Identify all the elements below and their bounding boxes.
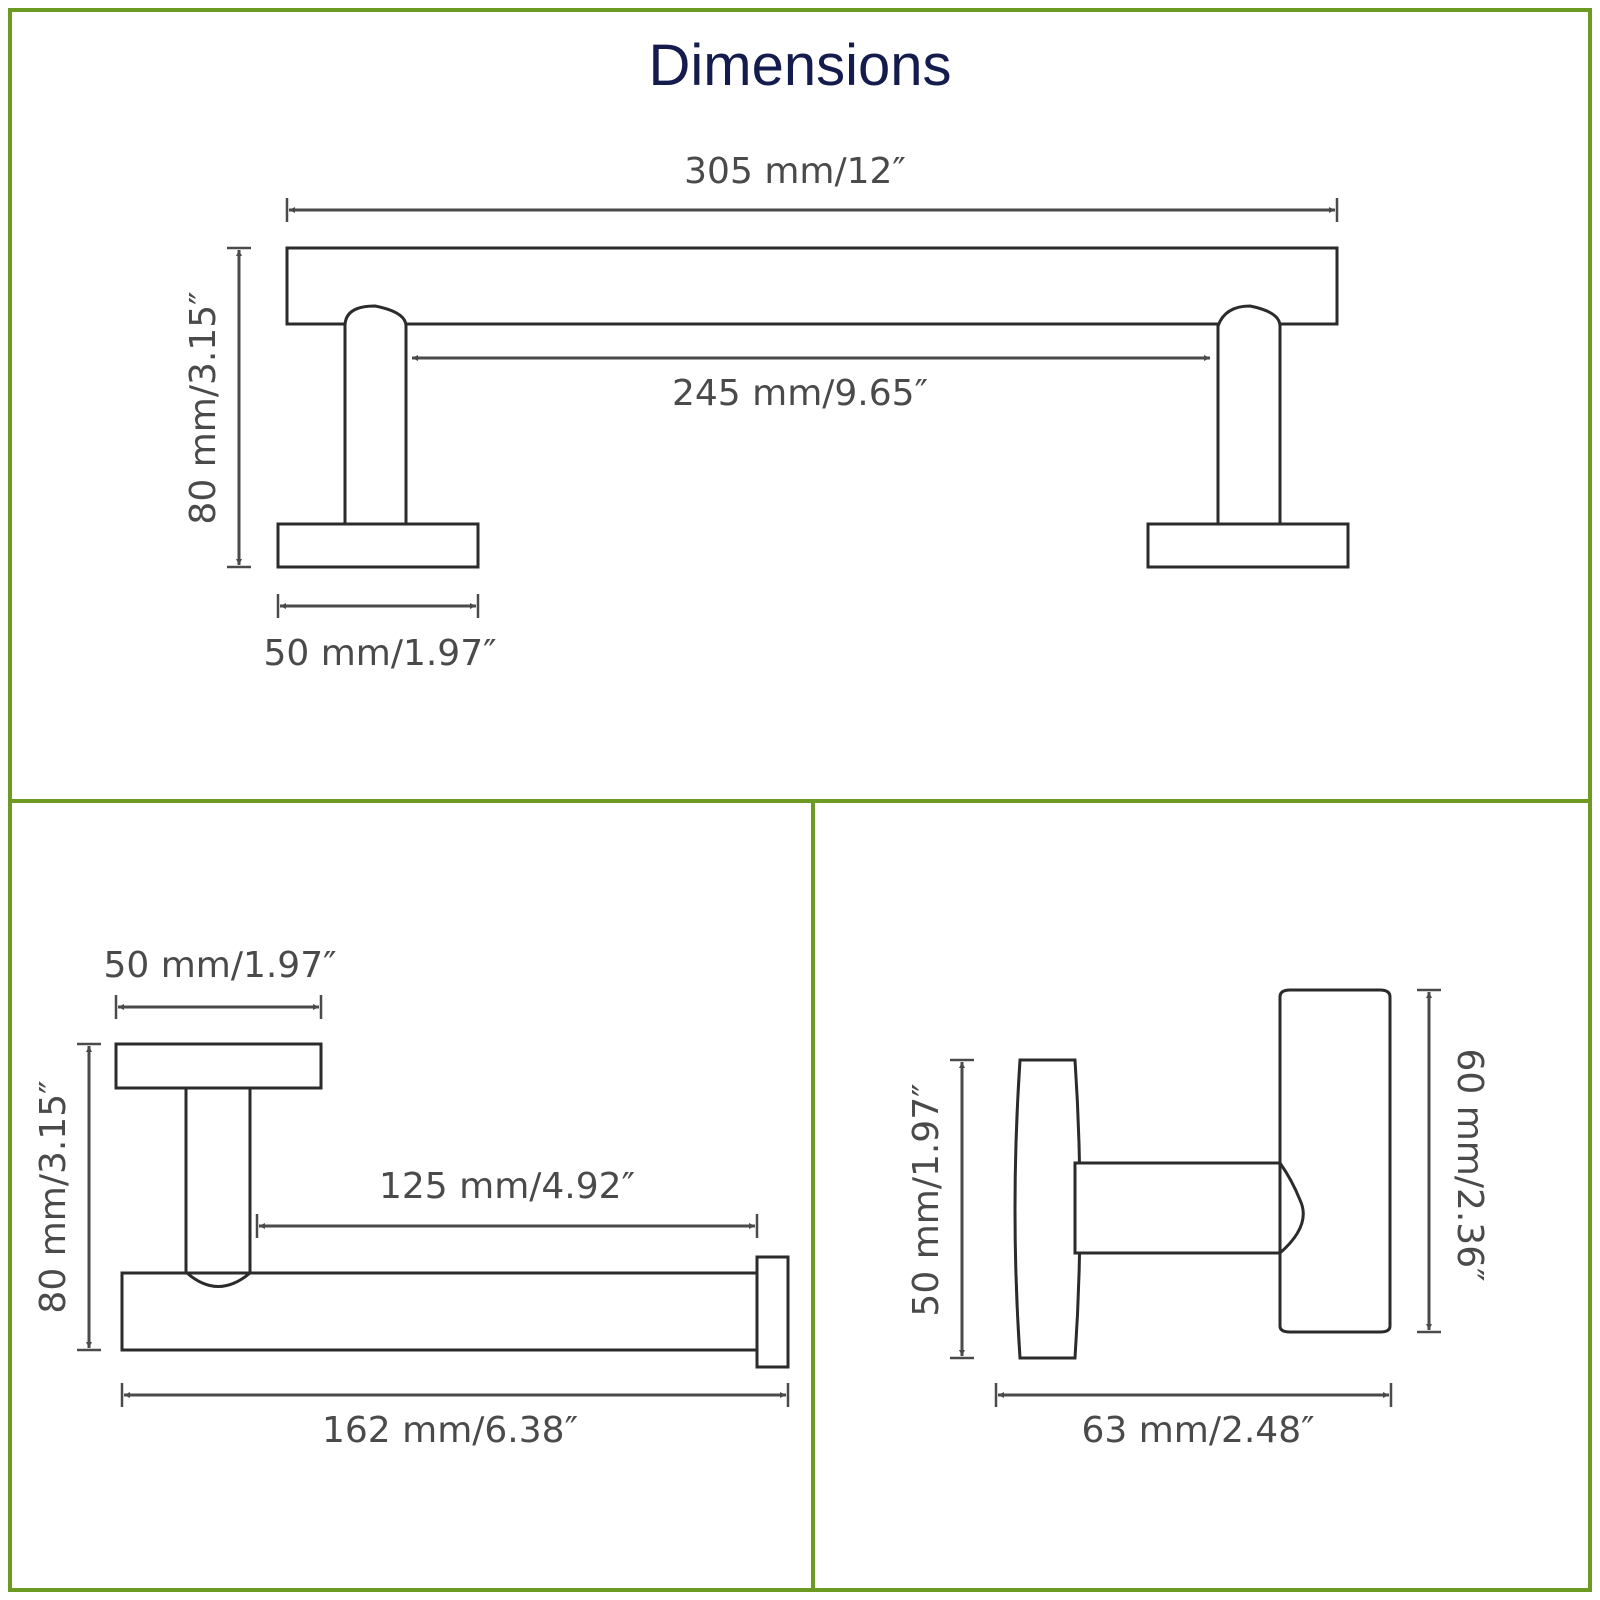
towel-bar-panel — [8, 8, 1592, 803]
paper-holder-drawing — [114, 1042, 790, 1369]
paper-holder-overall-length: 162 mm/6.38″ — [322, 1410, 578, 1451]
paper-holder-overall-dimension: 162 mm/6.38″ — [120, 1383, 790, 1451]
towel-bar-base-width: 50 mm/1.97″ — [263, 633, 496, 674]
robe-hook-head-height: 60 mm/2.36″ — [1449, 1048, 1490, 1281]
robe-hook-drawing — [1013, 988, 1392, 1360]
robe-hook-arm — [1073, 1161, 1282, 1255]
robe-hook-head — [1278, 988, 1392, 1334]
towel-bar-rail — [285, 246, 1339, 326]
towel-bar-left-post — [343, 304, 408, 524]
page-title: Dimensions — [649, 33, 952, 98]
paper-holder-height: 80 mm/3.15″ — [33, 1080, 74, 1313]
towel-bar-height-dimension: 80 mm/3.15″ — [183, 246, 251, 569]
paper-holder-base-width: 50 mm/1.97″ — [103, 945, 336, 986]
robe-hook-head-dimension: 60 mm/2.36″ — [1417, 988, 1490, 1334]
paper-holder-end-cap — [755, 1255, 790, 1369]
paper-holder-height-dimension: 80 mm/3.15″ — [33, 1042, 101, 1352]
robe-hook-base-dimension: 50 mm/1.97″ — [906, 1058, 974, 1360]
paper-holder-post — [184, 1085, 252, 1275]
towel-bar-right-base — [1146, 522, 1350, 569]
towel-bar-right-post — [1216, 304, 1282, 524]
paper-holder-base-dimension: 50 mm/1.97″ — [103, 945, 337, 1019]
paper-holder-base — [114, 1042, 323, 1090]
towel-bar-inner-length: 245 mm/9.65″ — [672, 373, 928, 414]
paper-holder-panel — [8, 799, 815, 1592]
robe-hook-depth-dimension: 63 mm/2.48″ — [994, 1383, 1393, 1451]
paper-holder-arm — [120, 1271, 759, 1352]
robe-hook-depth: 63 mm/2.48″ — [1081, 1410, 1314, 1451]
paper-holder-arm-length: 125 mm/4.92″ — [379, 1166, 635, 1207]
paper-holder-arm-dimension: 125 mm/4.92″ — [255, 1166, 759, 1238]
towel-bar-overall-length: 305 mm/12″ — [684, 151, 906, 192]
towel-bar-left-base — [276, 522, 480, 569]
robe-hook-base-height: 50 mm/1.97″ — [906, 1083, 947, 1316]
towel-bar-inner-dimension: 245 mm/9.65″ — [412, 355, 1210, 414]
towel-bar-overall-dimension: 305 mm/12″ — [285, 151, 1339, 222]
robe-hook-base — [1013, 1058, 1082, 1360]
towel-bar-base-dimension: 50 mm/1.97″ — [263, 594, 497, 674]
towel-bar-drawing — [276, 246, 1350, 569]
towel-bar-height: 80 mm/3.15″ — [183, 291, 224, 524]
